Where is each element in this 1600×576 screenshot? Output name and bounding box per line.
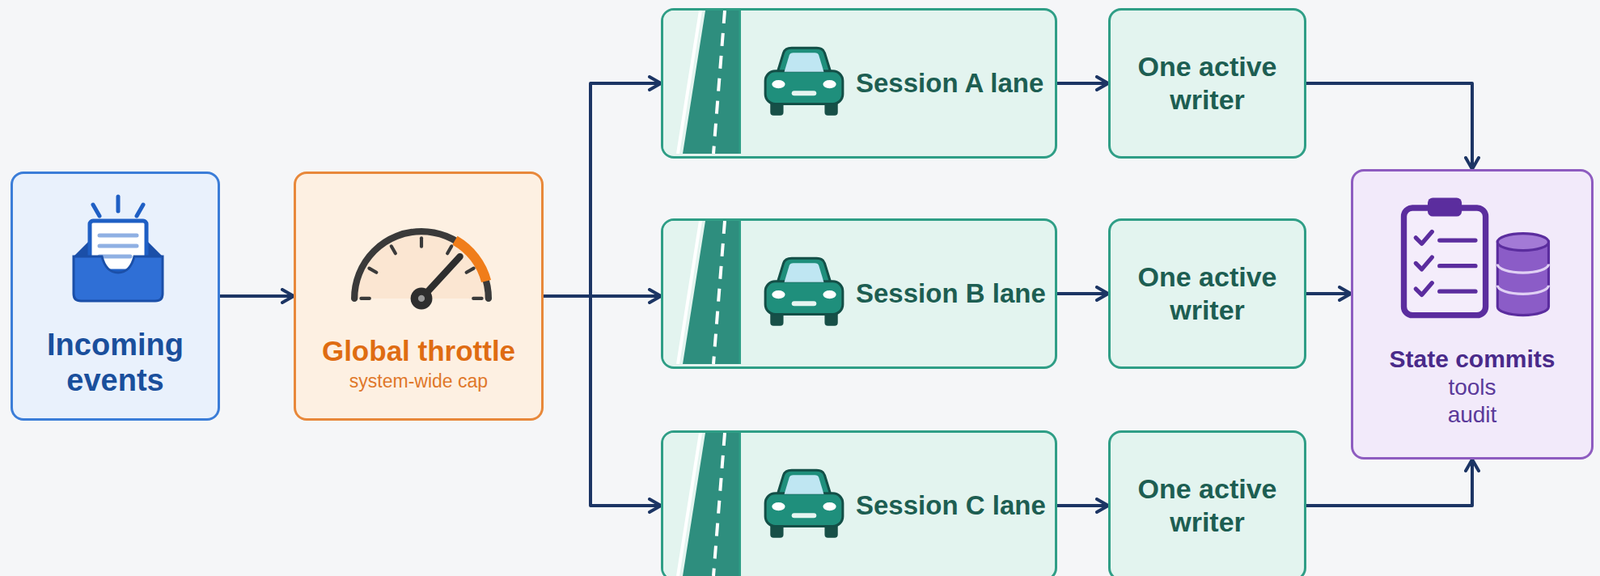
flow-arrow	[1306, 83, 1473, 170]
flow-arrow	[543, 296, 661, 506]
node-subtitle: tools audit	[1447, 373, 1498, 428]
icon-holder	[663, 432, 741, 576]
gauge-icon	[336, 206, 507, 324]
text-block: One active writer	[1125, 432, 1290, 576]
writer-box: One active writer	[1108, 430, 1307, 576]
node-title: One active writer	[1125, 50, 1290, 117]
icon-holder	[758, 466, 850, 545]
icon-holder	[758, 44, 850, 123]
flow-arrow	[1057, 81, 1109, 85]
inbox-icon	[57, 191, 179, 314]
car-icon	[758, 466, 850, 542]
node-title: Session A lane	[855, 67, 1049, 100]
node-title: Incoming events	[21, 327, 210, 398]
text-block: Incoming events	[21, 327, 210, 398]
road-illustration	[663, 220, 741, 365]
text-block: Global throttlesystem-wide cap	[305, 334, 532, 394]
flow-arrow	[1057, 503, 1109, 508]
writer-box: One active writer	[1108, 8, 1307, 159]
icon-holder	[663, 220, 741, 368]
icon-holder	[336, 206, 507, 327]
throttle-box: Global throttlesystem-wide cap	[293, 171, 544, 421]
node-title: State commits	[1361, 344, 1584, 374]
flow-arrow	[1306, 459, 1473, 506]
icon-holder	[758, 254, 850, 333]
car-icon	[758, 44, 850, 119]
session-lane: Session C lane	[660, 430, 1058, 576]
state-store-box: State commitstools audit	[1350, 169, 1594, 460]
node-title: Session C lane	[855, 489, 1049, 522]
flow-arrow	[1057, 292, 1109, 296]
road-illustration	[663, 432, 741, 576]
session-lane: Session A lane	[660, 8, 1058, 159]
text-block: Session B lane	[855, 220, 1049, 367]
icon-holder	[663, 10, 741, 157]
road-illustration	[663, 10, 741, 154]
car-icon	[758, 254, 850, 330]
flow-arrow	[220, 294, 294, 298]
flow-arrow	[543, 83, 661, 297]
session-lane: Session B lane	[660, 218, 1058, 369]
text-block: State commitstools audit	[1361, 344, 1584, 428]
node-title: One active writer	[1125, 472, 1290, 539]
source-box: Incoming events	[10, 171, 221, 421]
icon-holder	[57, 191, 179, 317]
flow-arrow	[1306, 292, 1351, 296]
text-block: Session A lane	[855, 10, 1049, 157]
icon-holder	[1395, 190, 1558, 324]
writer-box: One active writer	[1108, 218, 1307, 369]
text-block: One active writer	[1125, 10, 1290, 157]
node-title: Session B lane	[855, 277, 1049, 310]
text-block: One active writer	[1125, 220, 1290, 367]
text-block: Session C lane	[855, 432, 1049, 576]
node-subtitle: system-wide cap	[305, 368, 532, 394]
node-title: Global throttle	[305, 334, 532, 369]
clipboard-database-icon	[1395, 190, 1558, 321]
node-title: One active writer	[1125, 260, 1290, 327]
